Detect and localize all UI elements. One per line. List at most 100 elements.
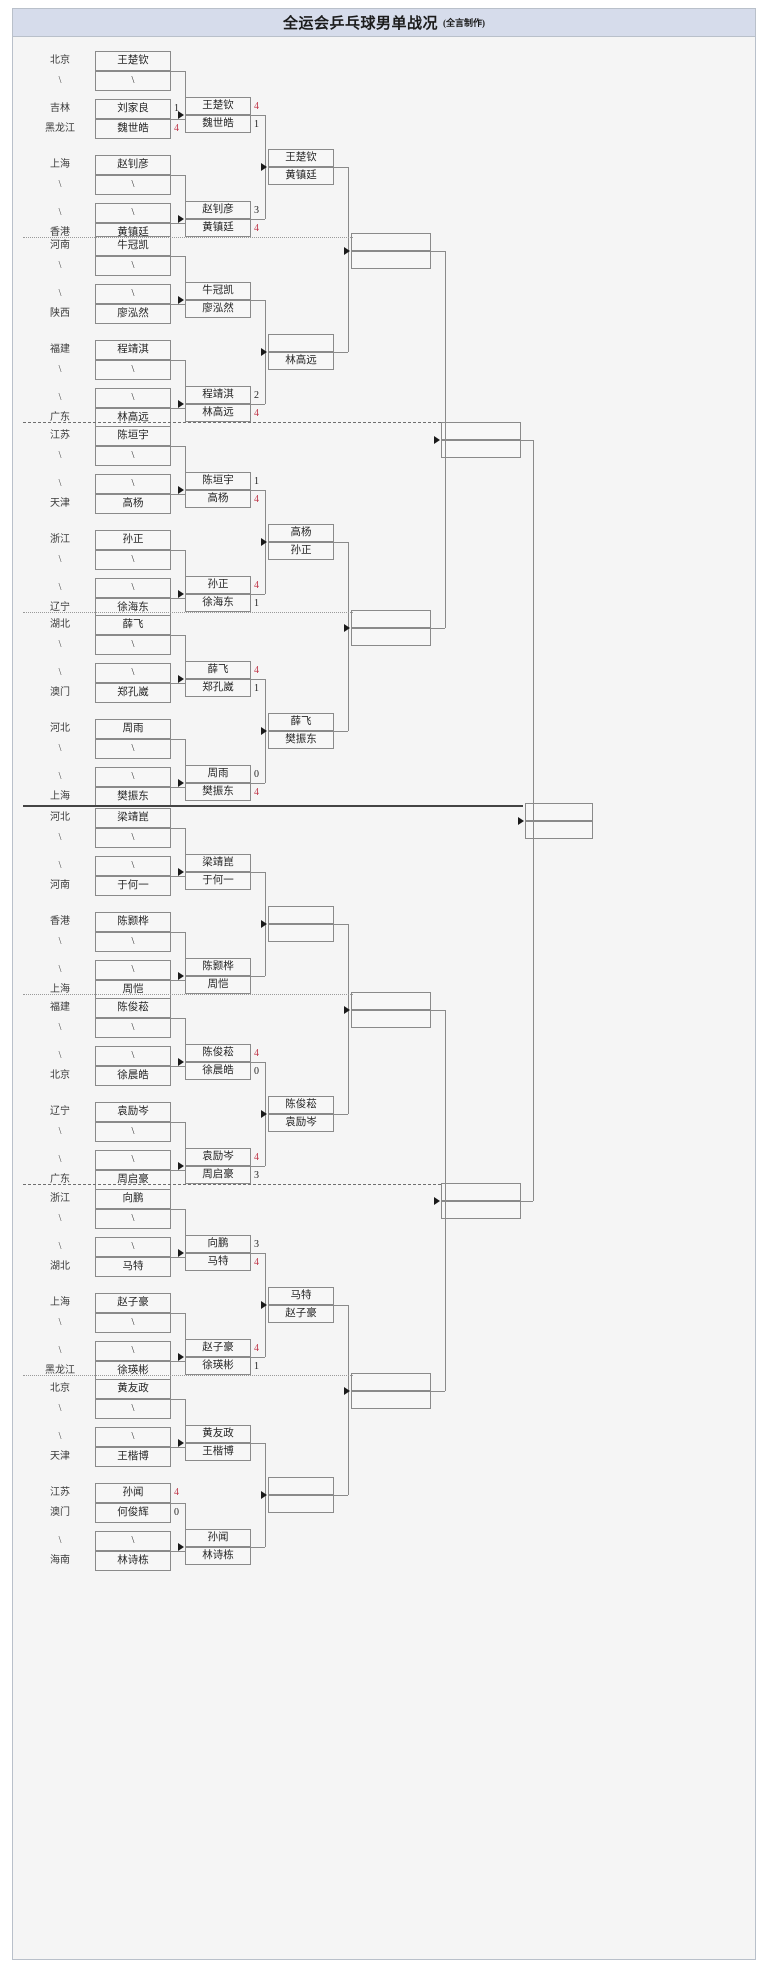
round1-cell[interactable]: 赵子豪 bbox=[95, 1293, 171, 1313]
round1-cell[interactable]: \ bbox=[95, 388, 171, 408]
round2-cell-bottom[interactable]: 徐瑛彬 bbox=[185, 1357, 251, 1375]
round1-cell[interactable]: \ bbox=[95, 578, 171, 598]
round5-cell-bottom[interactable] bbox=[441, 1201, 521, 1219]
round1-cell[interactable]: 袁励岑 bbox=[95, 1102, 171, 1122]
round2-cell-top[interactable]: 程靖淇 bbox=[185, 386, 251, 404]
round2-cell-bottom[interactable]: 于何一 bbox=[185, 872, 251, 890]
round1-cell[interactable]: 郑孔崴 bbox=[95, 683, 171, 703]
round1-cell[interactable]: 陈颢桦 bbox=[95, 912, 171, 932]
round1-cell[interactable]: \ bbox=[95, 284, 171, 304]
round1-cell[interactable]: \ bbox=[95, 1046, 171, 1066]
round2-cell-top[interactable]: 孙正 bbox=[185, 576, 251, 594]
round1-cell[interactable]: 陈垣宇 bbox=[95, 426, 171, 446]
round1-cell[interactable]: 林诗栋 bbox=[95, 1551, 171, 1571]
round4-cell-top[interactable] bbox=[351, 610, 431, 628]
round4-cell-bottom[interactable] bbox=[351, 628, 431, 646]
round1-cell[interactable]: \ bbox=[95, 1150, 171, 1170]
round1-cell[interactable]: 于何一 bbox=[95, 876, 171, 896]
round1-cell[interactable]: \ bbox=[95, 1209, 171, 1229]
round2-cell-bottom[interactable]: 黄镇廷 bbox=[185, 219, 251, 237]
round1-cell[interactable]: 孙闻 bbox=[95, 1483, 171, 1503]
round5-cell-bottom[interactable] bbox=[441, 440, 521, 458]
round1-cell[interactable]: 程靖淇 bbox=[95, 340, 171, 360]
round1-cell[interactable]: \ bbox=[95, 175, 171, 195]
round2-cell-top[interactable]: 陈颢桦 bbox=[185, 958, 251, 976]
round1-cell[interactable]: 黄友政 bbox=[95, 1379, 171, 1399]
round1-cell[interactable]: \ bbox=[95, 1313, 171, 1333]
round4-cell-top[interactable] bbox=[351, 992, 431, 1010]
round1-cell[interactable]: \ bbox=[95, 256, 171, 276]
round3-cell-bottom[interactable]: 孙正 bbox=[268, 542, 334, 560]
round2-cell-top[interactable]: 薛飞 bbox=[185, 661, 251, 679]
round2-cell-bottom[interactable]: 马特 bbox=[185, 1253, 251, 1271]
round1-cell[interactable]: 林高远 bbox=[95, 408, 171, 428]
round1-cell[interactable]: 廖泓然 bbox=[95, 304, 171, 324]
round1-cell[interactable]: 王楷博 bbox=[95, 1447, 171, 1467]
round2-cell-top[interactable]: 向鹏 bbox=[185, 1235, 251, 1253]
round3-cell-top[interactable]: 王楚钦 bbox=[268, 149, 334, 167]
round1-cell[interactable]: \ bbox=[95, 739, 171, 759]
round3-cell-top[interactable]: 薛飞 bbox=[268, 713, 334, 731]
round3-cell-bottom[interactable]: 林高远 bbox=[268, 352, 334, 370]
round2-cell-top[interactable]: 王楚钦 bbox=[185, 97, 251, 115]
round3-cell-bottom[interactable]: 袁励岑 bbox=[268, 1114, 334, 1132]
round2-cell-top[interactable]: 陈垣宇 bbox=[185, 472, 251, 490]
round2-cell-bottom[interactable]: 徐海东 bbox=[185, 594, 251, 612]
round4-cell-bottom[interactable] bbox=[351, 1010, 431, 1028]
round1-cell[interactable]: \ bbox=[95, 635, 171, 655]
round2-cell-bottom[interactable]: 周启豪 bbox=[185, 1166, 251, 1184]
round1-cell[interactable]: \ bbox=[95, 1341, 171, 1361]
round1-cell[interactable]: 樊振东 bbox=[95, 787, 171, 807]
round1-cell[interactable]: 牛冠凯 bbox=[95, 236, 171, 256]
round2-cell-bottom[interactable]: 樊振东 bbox=[185, 783, 251, 801]
round3-cell-top[interactable]: 陈俊菘 bbox=[268, 1096, 334, 1114]
round2-cell-bottom[interactable]: 王楷博 bbox=[185, 1443, 251, 1461]
round1-cell[interactable]: \ bbox=[95, 446, 171, 466]
final-cell-bottom[interactable] bbox=[525, 821, 593, 839]
round1-cell[interactable]: \ bbox=[95, 1237, 171, 1257]
round1-cell[interactable]: 王楚钦 bbox=[95, 51, 171, 71]
round2-cell-bottom[interactable]: 廖泓然 bbox=[185, 300, 251, 318]
round2-cell-top[interactable]: 赵子豪 bbox=[185, 1339, 251, 1357]
round4-cell-top[interactable] bbox=[351, 1373, 431, 1391]
round1-cell[interactable]: \ bbox=[95, 71, 171, 91]
round2-cell-bottom[interactable]: 林高远 bbox=[185, 404, 251, 422]
round3-cell-top[interactable]: 马特 bbox=[268, 1287, 334, 1305]
round5-cell-top[interactable] bbox=[441, 1183, 521, 1201]
round3-cell-top[interactable]: 高杨 bbox=[268, 524, 334, 542]
round2-cell-top[interactable]: 周雨 bbox=[185, 765, 251, 783]
round1-cell[interactable]: 向鹏 bbox=[95, 1189, 171, 1209]
round2-cell-bottom[interactable]: 高杨 bbox=[185, 490, 251, 508]
round1-cell[interactable]: 徐晨皓 bbox=[95, 1066, 171, 1086]
round2-cell-top[interactable]: 陈俊菘 bbox=[185, 1044, 251, 1062]
round1-cell[interactable]: \ bbox=[95, 960, 171, 980]
round2-cell-bottom[interactable]: 林诗栋 bbox=[185, 1547, 251, 1565]
round3-cell-bottom[interactable]: 赵子豪 bbox=[268, 1305, 334, 1323]
round1-cell[interactable]: 周恺 bbox=[95, 980, 171, 1000]
round1-cell[interactable]: \ bbox=[95, 550, 171, 570]
round4-cell-bottom[interactable] bbox=[351, 1391, 431, 1409]
round1-cell[interactable]: 陈俊菘 bbox=[95, 998, 171, 1018]
round1-cell[interactable]: 何俊辉 bbox=[95, 1503, 171, 1523]
round3-cell-top[interactable] bbox=[268, 906, 334, 924]
round1-cell[interactable]: \ bbox=[95, 767, 171, 787]
round1-cell[interactable]: \ bbox=[95, 1427, 171, 1447]
round2-cell-top[interactable]: 袁励岑 bbox=[185, 1148, 251, 1166]
round2-cell-top[interactable]: 孙闻 bbox=[185, 1529, 251, 1547]
round3-cell-top[interactable] bbox=[268, 1477, 334, 1495]
round2-cell-bottom[interactable]: 魏世皓 bbox=[185, 115, 251, 133]
round1-cell[interactable]: \ bbox=[95, 474, 171, 494]
round1-cell[interactable]: \ bbox=[95, 663, 171, 683]
round1-cell[interactable]: \ bbox=[95, 360, 171, 380]
round1-cell[interactable]: \ bbox=[95, 1531, 171, 1551]
round1-cell[interactable]: 孙正 bbox=[95, 530, 171, 550]
round1-cell[interactable]: 赵钊彦 bbox=[95, 155, 171, 175]
round1-cell[interactable]: \ bbox=[95, 828, 171, 848]
round1-cell[interactable]: 徐瑛彬 bbox=[95, 1361, 171, 1381]
round1-cell[interactable]: 刘家良 bbox=[95, 99, 171, 119]
round2-cell-top[interactable]: 牛冠凯 bbox=[185, 282, 251, 300]
round1-cell[interactable]: \ bbox=[95, 932, 171, 952]
round1-cell[interactable]: 薛飞 bbox=[95, 615, 171, 635]
round3-cell-bottom[interactable]: 樊振东 bbox=[268, 731, 334, 749]
round4-cell-top[interactable] bbox=[351, 233, 431, 251]
